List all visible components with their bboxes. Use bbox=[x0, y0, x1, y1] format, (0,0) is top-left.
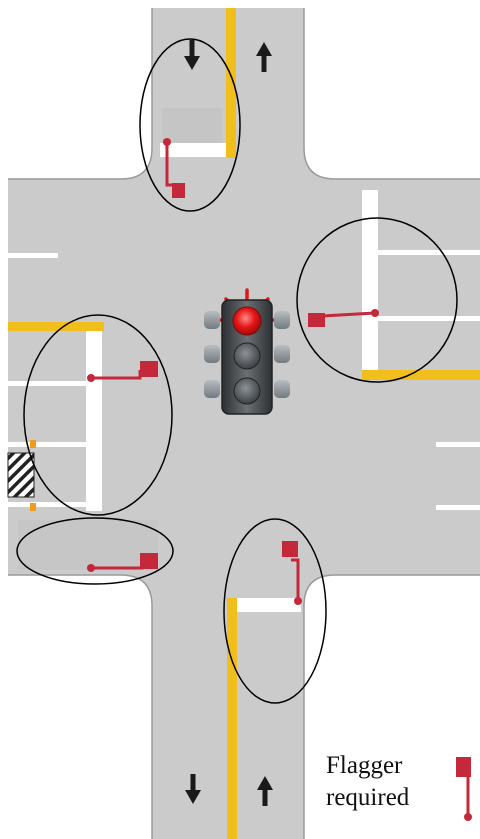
flag-icon bbox=[456, 757, 472, 821]
arrow-up-icon bbox=[257, 776, 273, 806]
road-surface bbox=[8, 8, 480, 839]
stop-bar-east bbox=[362, 190, 378, 370]
lane-line-east-2 bbox=[378, 316, 480, 321]
flag-icon bbox=[282, 541, 302, 605]
stop-bar-north bbox=[160, 143, 226, 157]
yellow-centerline-north bbox=[226, 8, 236, 158]
traffic-light-icon bbox=[204, 288, 290, 415]
arrow-down-icon bbox=[184, 40, 200, 70]
arrow-down-icon bbox=[185, 774, 201, 804]
zone-ellipse-southwest bbox=[16, 517, 174, 585]
legend-label-line-1: Flagger bbox=[326, 752, 403, 779]
stop-bar-south bbox=[237, 598, 301, 612]
lane-arrows bbox=[184, 40, 273, 806]
signal-red-lamp bbox=[232, 306, 262, 336]
lane-line-west-1 bbox=[8, 381, 86, 386]
flag-icon bbox=[308, 309, 379, 327]
zone-ellipse-north bbox=[139, 38, 241, 212]
hatched-island bbox=[7, 452, 35, 498]
lane-line-west-far bbox=[8, 253, 58, 258]
flag-icon bbox=[87, 553, 158, 572]
arrow-up-icon bbox=[256, 42, 272, 72]
work-zone-ellipses bbox=[16, 38, 458, 704]
lane-line-east-1 bbox=[378, 250, 480, 255]
stop-bar-west bbox=[86, 331, 102, 511]
signal-green-lamp bbox=[233, 377, 261, 405]
yellow-centerline-east bbox=[362, 370, 480, 380]
legend-label-line-2: required bbox=[326, 784, 410, 811]
flag-icon bbox=[87, 361, 158, 382]
zone-ellipse-south bbox=[223, 518, 327, 704]
lane-line-west-2 bbox=[8, 442, 86, 447]
signal-yellow-lamp bbox=[233, 342, 261, 370]
yellow-centerline-west bbox=[8, 322, 104, 331]
flagger-markers bbox=[87, 138, 379, 605]
yellow-centerline-south bbox=[227, 598, 237, 839]
zone-ellipse-west bbox=[23, 314, 173, 516]
lane-line-east-3 bbox=[436, 442, 480, 447]
lane-line-east-4 bbox=[436, 505, 480, 510]
lane-line-west-3 bbox=[8, 502, 86, 507]
pavement-markings bbox=[7, 8, 480, 839]
flag-icon bbox=[163, 138, 185, 198]
zone-ellipse-east bbox=[296, 217, 458, 383]
